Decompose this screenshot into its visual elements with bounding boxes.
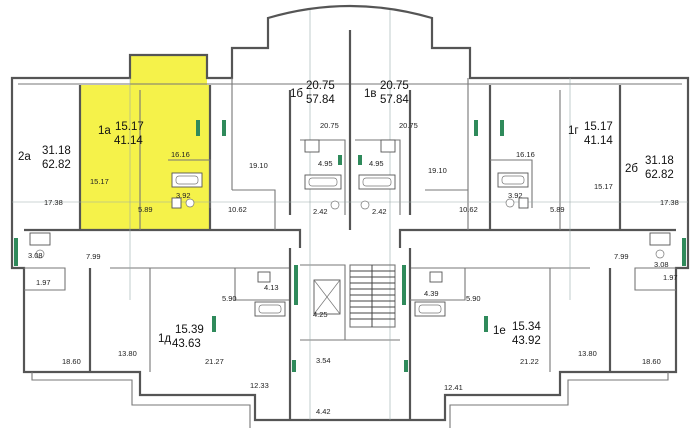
living-area: 15.17 [115, 121, 144, 133]
bathroom-fixtures [29, 139, 671, 317]
room-area: 3.92 [176, 191, 191, 200]
living-area: 15.17 [584, 121, 613, 133]
apartment-id: 1е [493, 325, 506, 337]
room-area: 16.16 [171, 150, 190, 159]
room-area: 3.92 [508, 191, 523, 200]
room-area: 21.27 [205, 357, 224, 366]
room-area: 20.75 [399, 121, 418, 130]
room-area: 4.25 [313, 310, 328, 319]
apartment-1a-label[interactable]: 1a 15.17 41.14 [98, 121, 144, 147]
room-area: 5.89 [550, 205, 565, 214]
total-area: 62.82 [42, 159, 71, 171]
room-area: 4.42 [316, 407, 331, 416]
room-area: 17.38 [44, 198, 63, 207]
room-area: 18.60 [642, 357, 661, 366]
room-area: 3.08 [654, 260, 669, 269]
total-area: 43.63 [172, 338, 201, 350]
total-area: 41.14 [114, 135, 143, 147]
room-area: 19.10 [428, 166, 447, 175]
room-area: 1.97 [663, 273, 678, 282]
room-area: 3.08 [28, 251, 43, 260]
total-area: 57.84 [306, 94, 335, 106]
total-area: 62.82 [645, 169, 674, 181]
room-area-labels: 17.38 15.17 16.16 5.89 3.92 19.10 10.62 … [28, 121, 679, 416]
room-area: 3.54 [316, 356, 331, 365]
living-area: 15.34 [512, 321, 541, 333]
total-area: 41.14 [584, 135, 613, 147]
apartment-labels: 2a 31.18 62.82 1a 15.17 41.14 1б 20.75 5… [18, 80, 674, 350]
room-area: 7.99 [614, 252, 629, 261]
apartment-1b-label[interactable]: 1б 20.75 57.84 [290, 80, 335, 106]
apartment-id: 2б [625, 163, 638, 175]
room-area: 15.17 [90, 177, 109, 186]
room-area: 16.16 [516, 150, 535, 159]
room-area: 10.62 [459, 205, 478, 214]
room-area: 2.42 [372, 207, 387, 216]
apartment-id: 1д [158, 333, 171, 345]
dimension-lines [12, 10, 688, 420]
apartment-2b-label[interactable]: 2б 31.18 62.82 [625, 155, 674, 181]
apartment-1d-label[interactable]: 1д 15.39 43.63 [158, 324, 204, 350]
room-area: 20.75 [320, 121, 339, 130]
room-area: 4.13 [264, 283, 279, 292]
structural-markers [14, 120, 686, 372]
room-area: 10.62 [228, 205, 247, 214]
living-area: 31.18 [645, 155, 674, 167]
room-area: 18.60 [62, 357, 81, 366]
apartment-1e-label[interactable]: 1е 15.34 43.92 [493, 321, 541, 347]
room-area: 13.80 [118, 349, 137, 358]
apartment-id: 1a [98, 125, 111, 137]
room-area: 4.95 [318, 159, 333, 168]
room-area: 15.17 [594, 182, 613, 191]
total-area: 43.92 [512, 335, 541, 347]
apartment-id: 1в [364, 88, 377, 100]
apartment-id: 1б [290, 88, 303, 100]
room-area: 4.95 [369, 159, 384, 168]
apartment-2a-label[interactable]: 2a 31.18 62.82 [18, 145, 71, 171]
living-area: 20.75 [306, 80, 335, 92]
apartment-1v-label[interactable]: 1в 20.75 57.84 [364, 80, 409, 106]
room-area: 12.41 [444, 383, 463, 392]
apartment-id: 2a [18, 151, 31, 163]
staircase [349, 264, 396, 328]
room-area: 13.80 [578, 349, 597, 358]
room-area: 12.33 [250, 381, 269, 390]
room-area: 19.10 [249, 161, 268, 170]
apartment-id: 1г [568, 125, 579, 137]
room-area: 2.42 [313, 207, 328, 216]
apartment-1g-label[interactable]: 1г 15.17 41.14 [568, 121, 613, 147]
living-area: 31.18 [42, 145, 71, 157]
room-area: 7.99 [86, 252, 101, 261]
room-area: 1.97 [36, 278, 51, 287]
interior-walls [24, 30, 676, 420]
room-area: 4.39 [424, 289, 439, 298]
room-area: 21.22 [520, 357, 539, 366]
total-area: 57.84 [380, 94, 409, 106]
room-area: 5.90 [222, 294, 237, 303]
living-area: 20.75 [380, 80, 409, 92]
living-area: 15.39 [175, 324, 204, 336]
room-area: 5.89 [138, 205, 153, 214]
room-area: 17.38 [660, 198, 679, 207]
room-area: 5.90 [466, 294, 481, 303]
